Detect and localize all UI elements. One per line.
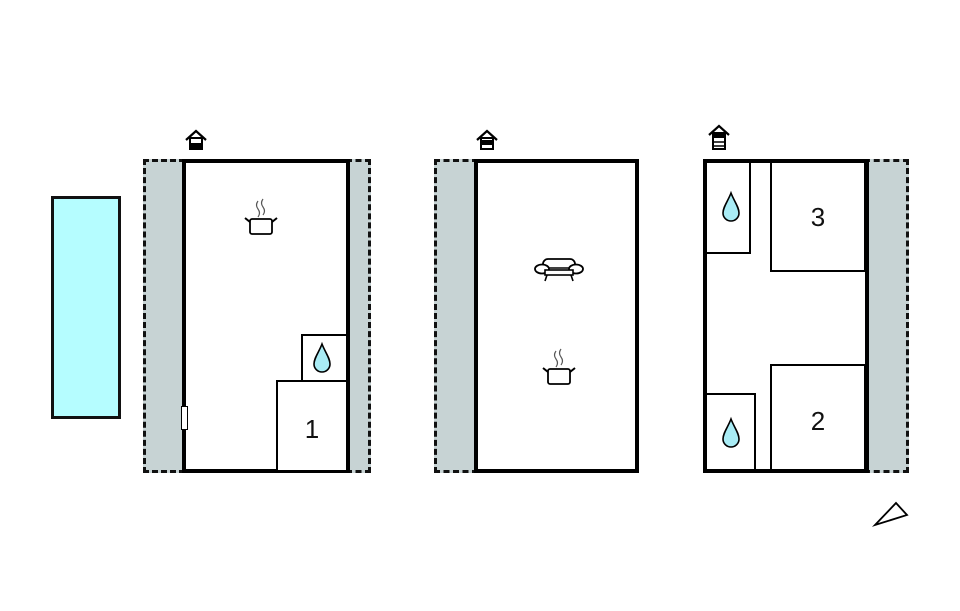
room-number: 2 xyxy=(810,406,826,436)
terrace-right xyxy=(864,159,909,473)
swimming-pool xyxy=(51,196,121,419)
terrace-left xyxy=(143,159,185,473)
house-second-floor-icon xyxy=(708,124,730,150)
room-number: 1 xyxy=(304,414,320,444)
building-outline xyxy=(474,159,639,473)
house-ground-floor-icon xyxy=(185,129,207,150)
water-drop-icon xyxy=(313,341,331,373)
terrace-right xyxy=(346,159,371,473)
north-arrow-icon xyxy=(871,501,909,527)
bedroom-2 xyxy=(770,364,866,471)
cooking-pot-icon xyxy=(244,198,278,235)
water-drop-icon xyxy=(722,190,740,222)
water-drop-icon xyxy=(722,416,740,448)
sofa-icon xyxy=(534,258,584,282)
bedroom-3 xyxy=(770,161,866,272)
bedroom-1 xyxy=(276,380,348,472)
room-number: 3 xyxy=(810,202,826,232)
cooking-pot-icon xyxy=(542,348,576,385)
door[interactable] xyxy=(181,406,188,430)
terrace-left xyxy=(434,159,478,473)
house-first-floor-icon xyxy=(476,129,498,150)
